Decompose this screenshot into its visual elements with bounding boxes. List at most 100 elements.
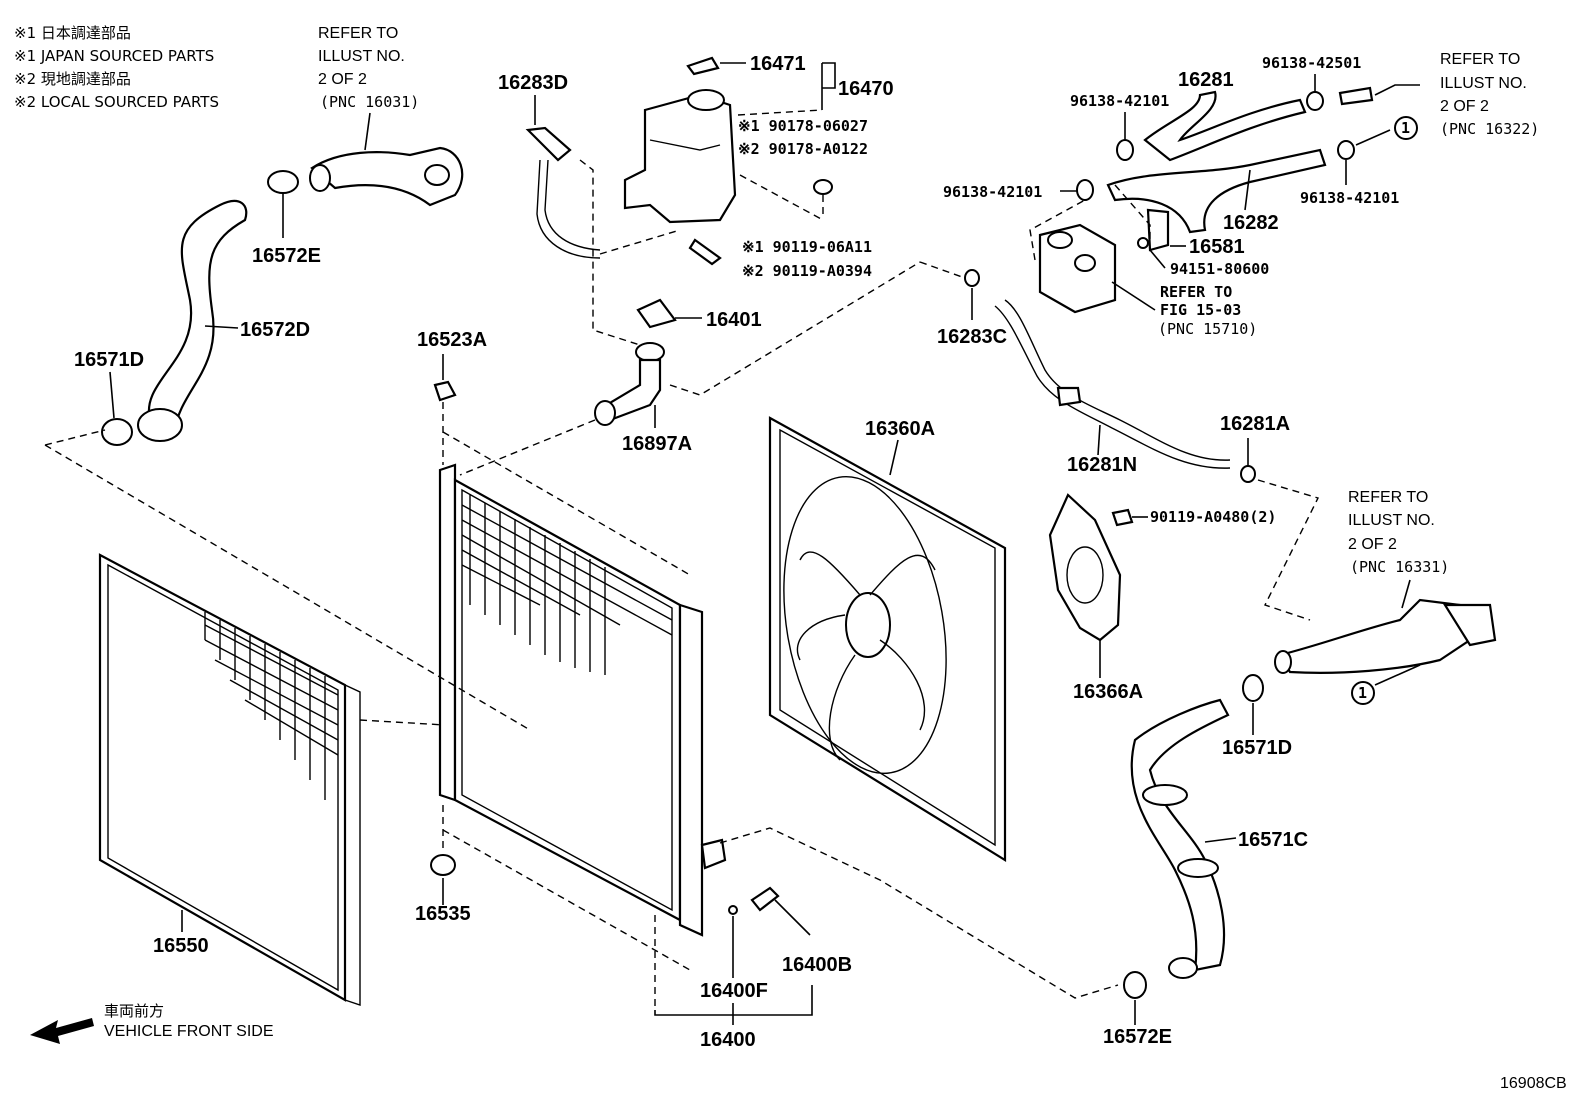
ref-fig-2: FIG 15-03	[1160, 301, 1241, 319]
label-90119-a0394: ※2 90119-A0394	[742, 262, 872, 280]
plate-16366a	[1048, 493, 1122, 642]
condenser-side	[344, 684, 361, 1006]
label-96138-42101-a: 96138-42101	[1070, 92, 1169, 110]
plate-hole	[1066, 546, 1104, 604]
heater-hoses	[1076, 84, 1420, 234]
leader-16572d	[204, 325, 239, 329]
leader-ref-16031	[364, 112, 371, 151]
condenser-inner	[107, 563, 339, 992]
leader-circle2	[1374, 664, 1421, 686]
clamp-16571d-left	[101, 418, 133, 446]
label-16572e-top: 16572E	[252, 245, 321, 267]
label-16283d: 16283D	[498, 72, 568, 94]
dash-cooler-2	[1029, 199, 1086, 261]
inlet-flange	[1443, 603, 1497, 647]
drain-plug	[654, 886, 813, 1025]
front-arrow-icon	[30, 1018, 94, 1044]
ref-mid-right-4: (PNC 16331)	[1350, 558, 1449, 576]
legend-line-3: ※2 現地調達部品	[14, 70, 131, 88]
label-16400f: 16400F	[700, 980, 768, 1002]
legend-ref-3: 2 OF 2	[318, 71, 367, 88]
hose-16572d	[147, 199, 248, 432]
radiator-fins	[461, 495, 673, 675]
label-16471: 16471	[750, 53, 806, 75]
fan-blades	[796, 551, 936, 761]
legend-line-4: ※2 LOCAL SOURCED PARTS	[14, 93, 219, 111]
leader-16282	[1244, 169, 1251, 211]
leader-16571c	[1204, 837, 1237, 843]
filler-pipe-end	[594, 400, 616, 426]
legend-ref-4: (PNC 16031)	[320, 93, 419, 111]
inlet-pipe	[1274, 579, 1497, 686]
label-16366a: 16366A	[1073, 681, 1143, 703]
clamp-16281a	[1240, 465, 1256, 483]
direction-en: VEHICLE FRONT SIDE	[104, 1023, 274, 1040]
label-16400b: 16400B	[782, 954, 852, 976]
fan-hub	[845, 592, 891, 658]
label-16550: 16550	[153, 935, 209, 957]
support-16535	[430, 805, 691, 971]
legend-ref-2: ILLUST NO.	[318, 48, 405, 65]
tank-body	[623, 93, 737, 224]
label-90119-a0480: 90119-A0480(2)	[1150, 508, 1276, 526]
label-94151-80600: 94151-80600	[1170, 260, 1269, 278]
oil-cooler	[1029, 184, 1186, 314]
hose-clip-16283d	[525, 126, 572, 162]
pipe-end-16322	[1338, 86, 1374, 106]
label-16571c: 16571C	[1238, 829, 1308, 851]
legend-ref-1: REFER TO	[318, 25, 398, 42]
inlet-end	[1274, 650, 1292, 674]
dash-16283d-down	[579, 159, 641, 346]
hose-16571c	[1130, 698, 1230, 972]
reservoir-tank	[623, 56, 836, 266]
tank-cap	[687, 89, 725, 111]
shroud-inner	[779, 428, 996, 847]
ref-mid-right-1: REFER TO	[1348, 489, 1428, 506]
rad-fin-h	[461, 504, 673, 636]
clamp-96138-42501	[1306, 91, 1324, 111]
bolt-90119	[688, 238, 722, 266]
ref-top-right-3: 2 OF 2	[1440, 98, 1489, 115]
lower-hose	[1123, 674, 1264, 1025]
leader-circle1	[1355, 129, 1391, 146]
condenser-16550	[98, 553, 531, 1006]
circle-ref-1-top	[1394, 116, 1418, 140]
filler-top	[635, 342, 665, 362]
grommet-90178	[813, 179, 833, 195]
lower-outlet	[700, 838, 727, 870]
fin-lines-h	[204, 624, 339, 756]
leader-16400b	[774, 899, 811, 936]
vehicle-front-indicator: 車両前方 VEHICLE FRONT SIDE	[30, 1002, 274, 1044]
seal-plate	[1048, 493, 1148, 678]
legend-line-1: ※1 日本調達部品	[14, 24, 131, 42]
cooler-port	[1047, 231, 1073, 249]
support-16523a	[433, 380, 691, 576]
water-inlet	[1278, 598, 1472, 674]
tank-seam	[649, 139, 721, 151]
reservoir-hose	[525, 95, 681, 346]
radiator-tank-right	[678, 603, 704, 937]
clamp-16572e-bottom	[1123, 971, 1147, 999]
clip-bypass	[1056, 386, 1082, 407]
hose-16281	[1143, 90, 1307, 162]
leader-16571d-left	[109, 371, 115, 419]
label-96138-42501: 96138-42501	[1262, 54, 1361, 72]
label-16281n: 16281N	[1067, 454, 1137, 476]
label-16523a: 16523A	[417, 329, 487, 351]
label-96138-42101-c: 96138-42101	[1300, 189, 1399, 207]
bypass-line-b	[994, 305, 1231, 469]
label-16283c: 16283C	[937, 326, 1007, 348]
bypass-hose	[919, 261, 1319, 621]
cushion-top	[433, 380, 457, 402]
circle-ref-1-bottom	[1351, 681, 1375, 705]
hose-line-b	[536, 159, 601, 259]
leader-16281n	[1097, 424, 1101, 456]
ref-top-right-4: (PNC 16322)	[1440, 120, 1539, 138]
hose-end-lower	[1168, 957, 1198, 979]
radiator-tank-left	[438, 463, 457, 802]
ref-mid-right-3: 2 OF 2	[1348, 536, 1397, 553]
label-90178-06027: ※1 90178-06027	[738, 117, 868, 135]
dash-lower-hose	[719, 827, 1119, 999]
bypass-line-a	[1004, 299, 1231, 461]
